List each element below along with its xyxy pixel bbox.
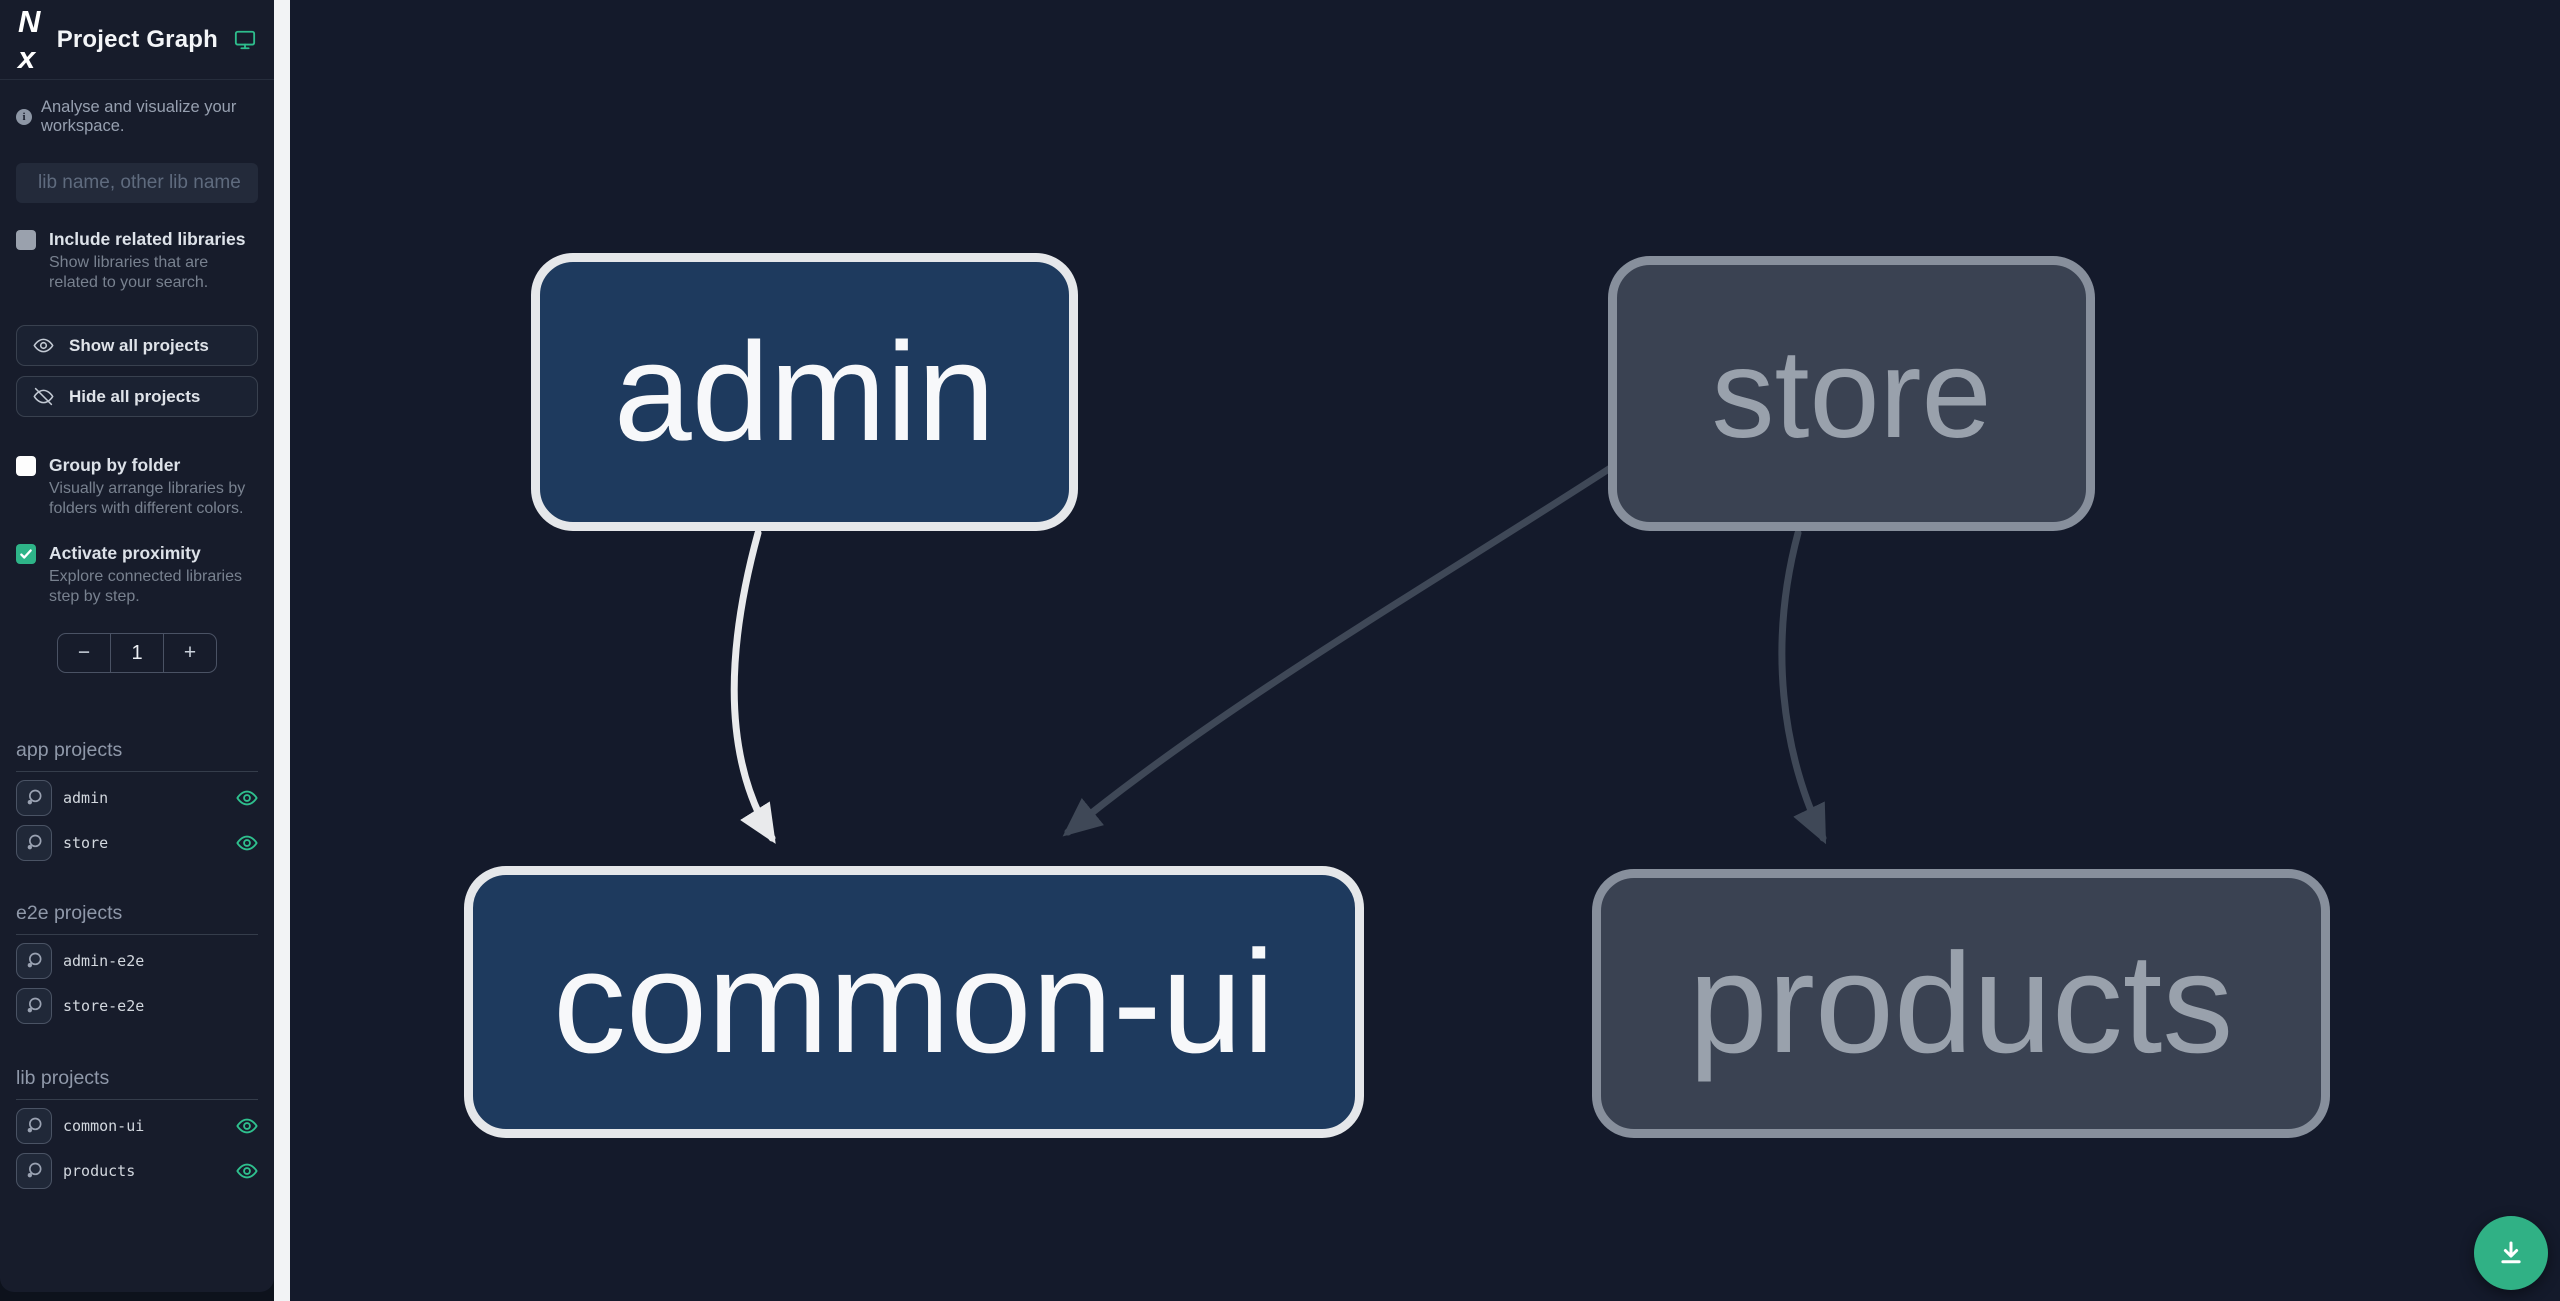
page-title: Project Graph: [56, 25, 218, 53]
proximity-decrement-button[interactable]: −: [58, 634, 110, 672]
focus-icon: [27, 952, 42, 968]
project-name: store: [63, 834, 109, 852]
activate-proximity-label: Activate proximity: [49, 543, 201, 563]
sidebar-resize-track: [274, 0, 290, 1301]
proximity-stepper: − 1 +: [57, 633, 217, 673]
show-all-projects-label: Show all projects: [69, 335, 209, 355]
monitor-icon: [234, 30, 256, 49]
graph-node-store[interactable]: store: [1608, 256, 2095, 531]
focus-icon: [27, 834, 42, 850]
focus-project-button[interactable]: [16, 1153, 52, 1189]
node-label: admin: [613, 313, 996, 470]
focus-project-button[interactable]: [16, 780, 52, 816]
option-group-by-folder: Group by folder Visually arrange librari…: [16, 455, 258, 519]
project-row-store-e2e: store-e2e: [16, 987, 258, 1025]
toggle-visibility-button[interactable]: [236, 832, 258, 854]
proximity-value: 1: [110, 634, 164, 672]
intro-row: i Analyse and visualize your workspace.: [16, 98, 258, 136]
search-box: [16, 163, 274, 203]
graph-node-common-ui[interactable]: common-ui: [464, 866, 1364, 1138]
project-row-products: products: [16, 1152, 258, 1190]
node-label: products: [1688, 923, 2234, 1083]
focus-project-button[interactable]: [16, 1108, 52, 1144]
project-name: products: [63, 1162, 136, 1180]
eye-icon: [236, 1118, 258, 1134]
section-title-lib-projects: lib projects: [16, 1067, 258, 1100]
activate-proximity-desc: Explore connected libraries step by step…: [49, 568, 242, 605]
focus-icon: [27, 1162, 42, 1178]
activate-proximity-checkbox[interactable]: [16, 544, 36, 564]
graph-node-admin[interactable]: admin: [531, 253, 1078, 531]
rankdir-toggle-button[interactable]: [234, 29, 256, 51]
proximity-increment-button[interactable]: +: [164, 634, 216, 672]
eye-icon: [236, 1163, 258, 1179]
project-name: store-e2e: [63, 997, 145, 1015]
toggle-visibility-button[interactable]: [236, 1115, 258, 1137]
nx-logo-icon: N​x: [18, 3, 40, 75]
project-row-common-ui: common-ui: [16, 1107, 258, 1145]
project-row-admin-e2e: admin-e2e: [16, 942, 258, 980]
project-name: admin: [63, 789, 109, 807]
hide-all-projects-label: Hide all projects: [69, 386, 201, 406]
project-name: admin-e2e: [63, 952, 145, 970]
project-row-store: store: [16, 824, 258, 862]
section-title-e2e-projects: e2e projects: [16, 902, 258, 935]
eye-icon: [236, 790, 258, 806]
group-by-folder-checkbox[interactable]: [16, 456, 36, 476]
sidebar-body: i Analyse and visualize your workspace. …: [0, 98, 274, 1190]
download-icon: [2501, 1241, 2521, 1264]
intro-text: Analyse and visualize your workspace.: [41, 98, 237, 135]
include-related-desc: Show libraries that are related to your …: [49, 254, 209, 291]
project-name: common-ui: [63, 1117, 145, 1135]
info-icon: i: [16, 109, 32, 125]
group-by-folder-label: Group by folder: [49, 455, 181, 475]
eye-icon: [236, 835, 258, 851]
focus-icon: [27, 789, 42, 805]
focus-project-button[interactable]: [16, 988, 52, 1024]
edge-store-to-common-ui: [1062, 461, 1619, 837]
search-input[interactable]: [38, 172, 274, 194]
focus-icon: [27, 997, 42, 1013]
eye-icon: [33, 338, 54, 353]
check-icon: [20, 549, 32, 559]
option-activate-proximity: Activate proximity Explore connected lib…: [16, 543, 258, 607]
edge-admin-to-common-ui: [730, 529, 776, 844]
hide-all-projects-button[interactable]: Hide all projects: [16, 376, 258, 417]
graph-canvas[interactable]: admin store common-ui products: [290, 0, 2560, 1301]
toggle-visibility-button[interactable]: [236, 1160, 258, 1182]
show-all-projects-button[interactable]: Show all projects: [16, 325, 258, 366]
node-label: store: [1711, 323, 1992, 464]
section-title-app-projects: app projects: [16, 739, 258, 772]
download-image-button[interactable]: [2474, 1216, 2548, 1290]
project-row-admin: admin: [16, 779, 258, 817]
focus-icon: [27, 1117, 42, 1133]
graph-node-products[interactable]: products: [1592, 869, 2330, 1138]
focus-project-button[interactable]: [16, 943, 52, 979]
toggle-visibility-button[interactable]: [236, 787, 258, 809]
option-include-related: Include related libraries Show libraries…: [16, 229, 258, 293]
sidebar: N​x Project Graph i Analyse and visualiz…: [0, 0, 274, 1292]
node-label: common-ui: [552, 920, 1276, 1083]
sidebar-header: N​x Project Graph: [0, 0, 274, 80]
focus-project-button[interactable]: [16, 825, 52, 861]
graph-edges: [730, 461, 1827, 845]
group-by-folder-desc: Visually arrange libraries by folders wi…: [49, 480, 246, 517]
edge-store-to-products: [1778, 529, 1827, 845]
include-related-label: Include related libraries: [49, 229, 246, 249]
include-related-checkbox[interactable]: [16, 230, 36, 250]
eye-off-icon: [33, 387, 54, 406]
